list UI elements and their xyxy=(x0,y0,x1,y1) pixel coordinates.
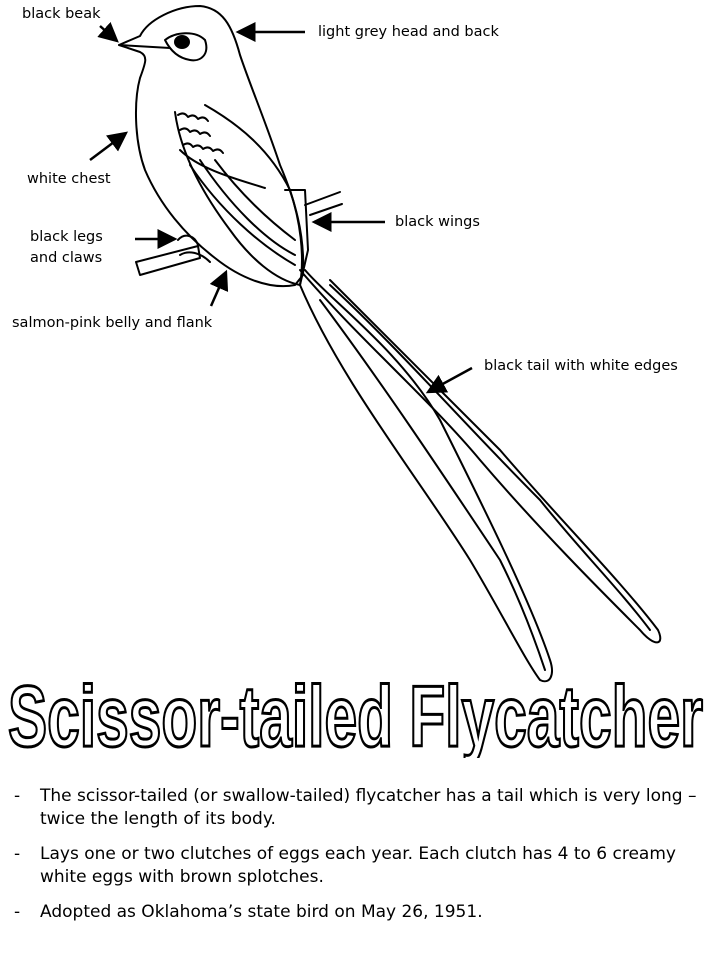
bird-illustration xyxy=(89,5,662,683)
tail-right-feather xyxy=(299,269,662,644)
fact-text: The scissor-tailed (or swallow-tailed) f… xyxy=(40,786,697,829)
title-outline: Scissor-tailed Flycatcher xyxy=(7,668,705,758)
label-chest: white chest xyxy=(27,171,111,187)
fact-item: - The scissor-tailed (or swallow-tailed)… xyxy=(14,785,704,831)
label-beak: black beak xyxy=(22,6,101,22)
claws xyxy=(177,234,211,263)
label-wings: black wings xyxy=(395,214,480,230)
label-legs-line1: black legs xyxy=(30,229,103,245)
label-tail: black tail with white edges xyxy=(484,358,678,374)
arrow-tail xyxy=(425,366,473,394)
fact-item: - Adopted as Oklahoma’s state bird on Ma… xyxy=(14,902,483,922)
label-belly: salmon-pink belly and flank xyxy=(12,315,213,331)
label-head: light grey head and back xyxy=(318,24,499,40)
arrow-belly xyxy=(209,269,229,307)
facts-list: - The scissor-tailed (or swallow-tailed)… xyxy=(14,785,704,936)
fact-item: - Lays one or two clutches of eggs each … xyxy=(14,843,704,889)
page-title: Scissor-tailed Flycatcher xyxy=(8,669,703,758)
fact-text: Adopted as Oklahoma’s state bird on May … xyxy=(40,902,483,922)
arrow-beak xyxy=(97,21,119,43)
arrow-chest xyxy=(89,131,128,161)
branch xyxy=(135,245,201,276)
label-legs-line2: and claws xyxy=(30,250,103,266)
tail-left-feather xyxy=(299,269,553,683)
fact-text: Lays one or two clutches of eggs each ye… xyxy=(40,844,676,887)
